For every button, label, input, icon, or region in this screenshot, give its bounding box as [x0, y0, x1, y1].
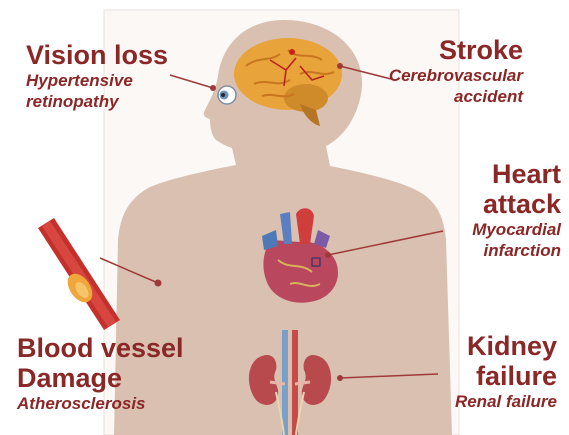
heart-attack-subtitle-line-1: Myocardial [472, 219, 561, 240]
blood-vessel-title-line-1: Blood vessel [17, 333, 184, 363]
heart-attack-label: Heart attack Myocardial infarction [472, 159, 561, 261]
stroke-subtitle-line-1: Cerebrovascular [389, 65, 523, 86]
kidney-failure-label: Kidney failure Renal failure [455, 331, 557, 412]
vision-loss-label: Vision loss Hypertensive retinopathy [26, 40, 168, 112]
kidney-failure-subtitle: Renal failure [455, 391, 557, 412]
vision-loss-subtitle-line-2: retinopathy [26, 91, 168, 112]
heart-attack-title-line-1: Heart [472, 159, 561, 189]
heart-attack-subtitle-line-2: infarction [472, 240, 561, 261]
heart-attack-title-line-2: attack [472, 189, 561, 219]
blood-vessel-title-line-2: Damage [17, 363, 184, 393]
stroke-title: Stroke [389, 35, 523, 65]
vision-loss-subtitle-line-1: Hypertensive [26, 70, 168, 91]
vision-loss-title: Vision loss [26, 40, 168, 70]
blood-vessel-subtitle: Atherosclerosis [17, 393, 184, 414]
eye-icon [218, 86, 236, 104]
blood-vessel-damage-label: Blood vessel Damage Atherosclerosis [17, 333, 184, 414]
kidney-failure-title-line-2: failure [455, 361, 557, 391]
stroke-label: Stroke Cerebrovascular accident [389, 35, 523, 107]
stroke-subtitle-line-2: accident [389, 86, 523, 107]
kidney-failure-title-line-1: Kidney [455, 331, 557, 361]
